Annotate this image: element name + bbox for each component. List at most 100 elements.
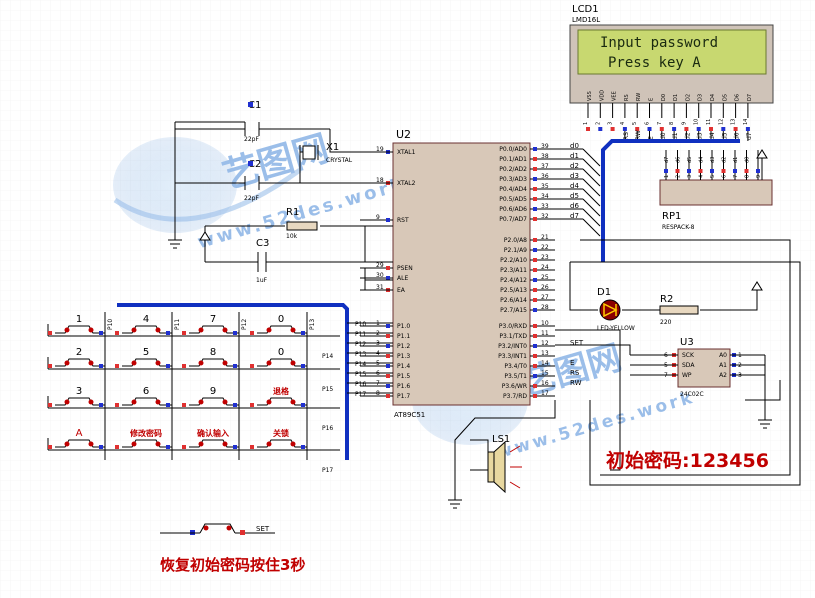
mcu-right-pin-marker [533, 248, 537, 252]
mcu-right-pin-number: 16 [541, 380, 549, 387]
mcu-right-pin-label: P0.7/AD7 [499, 216, 527, 223]
lcd-ref: LCD1 [572, 4, 599, 15]
mcu-right-pin-label: P2.0/A8 [504, 237, 527, 244]
lcd-pin-marker [622, 127, 627, 131]
mcu-right-pin-marker [533, 394, 537, 398]
x1-value: CRYSTAL [326, 157, 353, 164]
keypad-key[interactable]: A [48, 428, 105, 449]
keypad-row-net: P14 [322, 353, 333, 360]
lcd-bus-label: RS [623, 132, 630, 140]
keypad-key-pin-marker [301, 364, 305, 368]
keypad-key-terminal [155, 360, 161, 366]
keypad-key-contact [189, 439, 239, 448]
bus-taps [555, 148, 601, 237]
u3-pin-label: WP [682, 372, 692, 379]
keypad-key[interactable]: 8 [182, 347, 239, 368]
rp1-pin-marker [675, 169, 680, 173]
keypad-key-terminal [155, 441, 161, 447]
mcu-right-pin-label: P0.1/AD1 [499, 156, 527, 163]
keypad-key-pin-marker [166, 331, 170, 335]
keypad-key-terminal [88, 441, 94, 447]
keypad-key[interactable]: 2 [48, 347, 105, 368]
keypad-key[interactable]: 修改密码 [115, 428, 172, 449]
mcu-left-pin-label: P1.4 [397, 363, 410, 370]
mcu-right-pin-marker [533, 364, 537, 368]
keypad-key-label: 5 [143, 347, 149, 358]
keypad-row-net: P17 [322, 467, 333, 474]
mcu-right-pin-label: P0.4/AD4 [499, 186, 527, 193]
mcu-right-pin-label: P3.6/WR [502, 383, 527, 390]
keypad-key[interactable]: 6 [115, 386, 172, 407]
lcd-pin-marker [635, 127, 640, 131]
mcu-right-pin-marker [533, 298, 537, 302]
mcu-right-pin-label: P2.1/A9 [504, 247, 527, 254]
mcu-right-pin-number: 38 [541, 153, 549, 160]
keypad-key-contact [189, 358, 239, 367]
keypad-key[interactable]: 0 [250, 347, 307, 368]
keypad-key[interactable]: 关锁 [250, 428, 307, 449]
keypad-key-contact [122, 397, 172, 406]
keypad-key-terminal [64, 399, 70, 405]
keypad-key-contact [189, 397, 239, 406]
mcu-right-pin-marker [533, 238, 537, 242]
mcu-right-pin-label: P0.2/AD2 [499, 166, 527, 173]
rp1-pin-marker [698, 169, 703, 173]
keypad-key-pin-marker [115, 364, 119, 368]
rp1-bus-label: d2 [722, 157, 728, 163]
keypad-key[interactable]: 7 [182, 314, 239, 335]
keypad-column-net: P10 [107, 319, 114, 330]
lcd-pin-label: VSS [587, 91, 593, 101]
rp1-pin-number: 4 [699, 175, 705, 178]
mcu-net-label: E [570, 359, 574, 367]
lcd-pin-label: VEE [612, 91, 618, 101]
keypad-key[interactable]: 1 [48, 314, 105, 335]
keypad-key-pin-marker [301, 445, 305, 449]
mcu-right-pin-label: P2.3/A11 [500, 267, 527, 274]
keypad-key[interactable]: 5 [115, 347, 172, 368]
keypad-key[interactable]: 确认输入 [182, 428, 239, 449]
mcu-right-pin-number: 25 [541, 274, 549, 281]
u3-value: 24C02C [680, 391, 704, 398]
lcd-module: LCD1 LMD16L Input password Press key A V… [569, 4, 774, 141]
keypad-key-label: 7 [210, 314, 216, 325]
d1-value: LED-YELLOW [597, 325, 635, 332]
rp1-bus-label: d6 [676, 157, 682, 163]
keypad-key-terminal [198, 360, 204, 366]
keypad-key-terminal [222, 327, 228, 333]
keypad-key-label: 退格 [273, 386, 290, 396]
data-bus [117, 139, 740, 460]
keypad-key[interactable]: 退格 [250, 386, 307, 407]
mcu-left-pin-number: 31 [376, 284, 384, 291]
keypad-key[interactable]: 4 [115, 314, 172, 335]
keypad-key[interactable]: 3 [48, 386, 105, 407]
lcd-pin-label: D7 [747, 94, 753, 101]
keypad-key[interactable]: 9 [182, 386, 239, 407]
keypad-column-net: P13 [309, 319, 316, 330]
rp1-bus-label: d5 [687, 157, 693, 163]
keypad-key-pin-marker [301, 331, 305, 335]
keypad-key-pin-marker [182, 364, 186, 368]
c1-ref: C1 [248, 100, 261, 111]
p1-net-label: P17 [355, 391, 366, 398]
keypad-key[interactable]: 0 [250, 314, 307, 335]
mcu-net-label: d0 [570, 142, 579, 150]
rp1-value: RESPACK-8 [662, 224, 695, 231]
rp1-pin-marker [721, 169, 726, 173]
keypad-key-pin-marker [48, 331, 52, 335]
keypad-key-label: 修改密码 [129, 428, 162, 438]
keypad-key-pin-marker [233, 364, 237, 368]
lcd-pin-number: 11 [706, 119, 712, 125]
u3-pin-label: A0 [719, 352, 727, 359]
rp1-pin-number: 7 [733, 175, 739, 178]
mcu-left-pin-label: EA [397, 287, 406, 294]
keypad-key-pin-marker [301, 403, 305, 407]
rp1-bus-label: d3 [710, 157, 716, 163]
keypad-key-terminal [131, 327, 137, 333]
mcu-left-pin-label: P1.2 [397, 343, 410, 350]
rp1-pin-number: 6 [722, 175, 728, 178]
set-button[interactable]: SET [160, 523, 275, 535]
keypad-key-terminal [290, 399, 296, 405]
lcd-line1: Input password [600, 35, 718, 51]
